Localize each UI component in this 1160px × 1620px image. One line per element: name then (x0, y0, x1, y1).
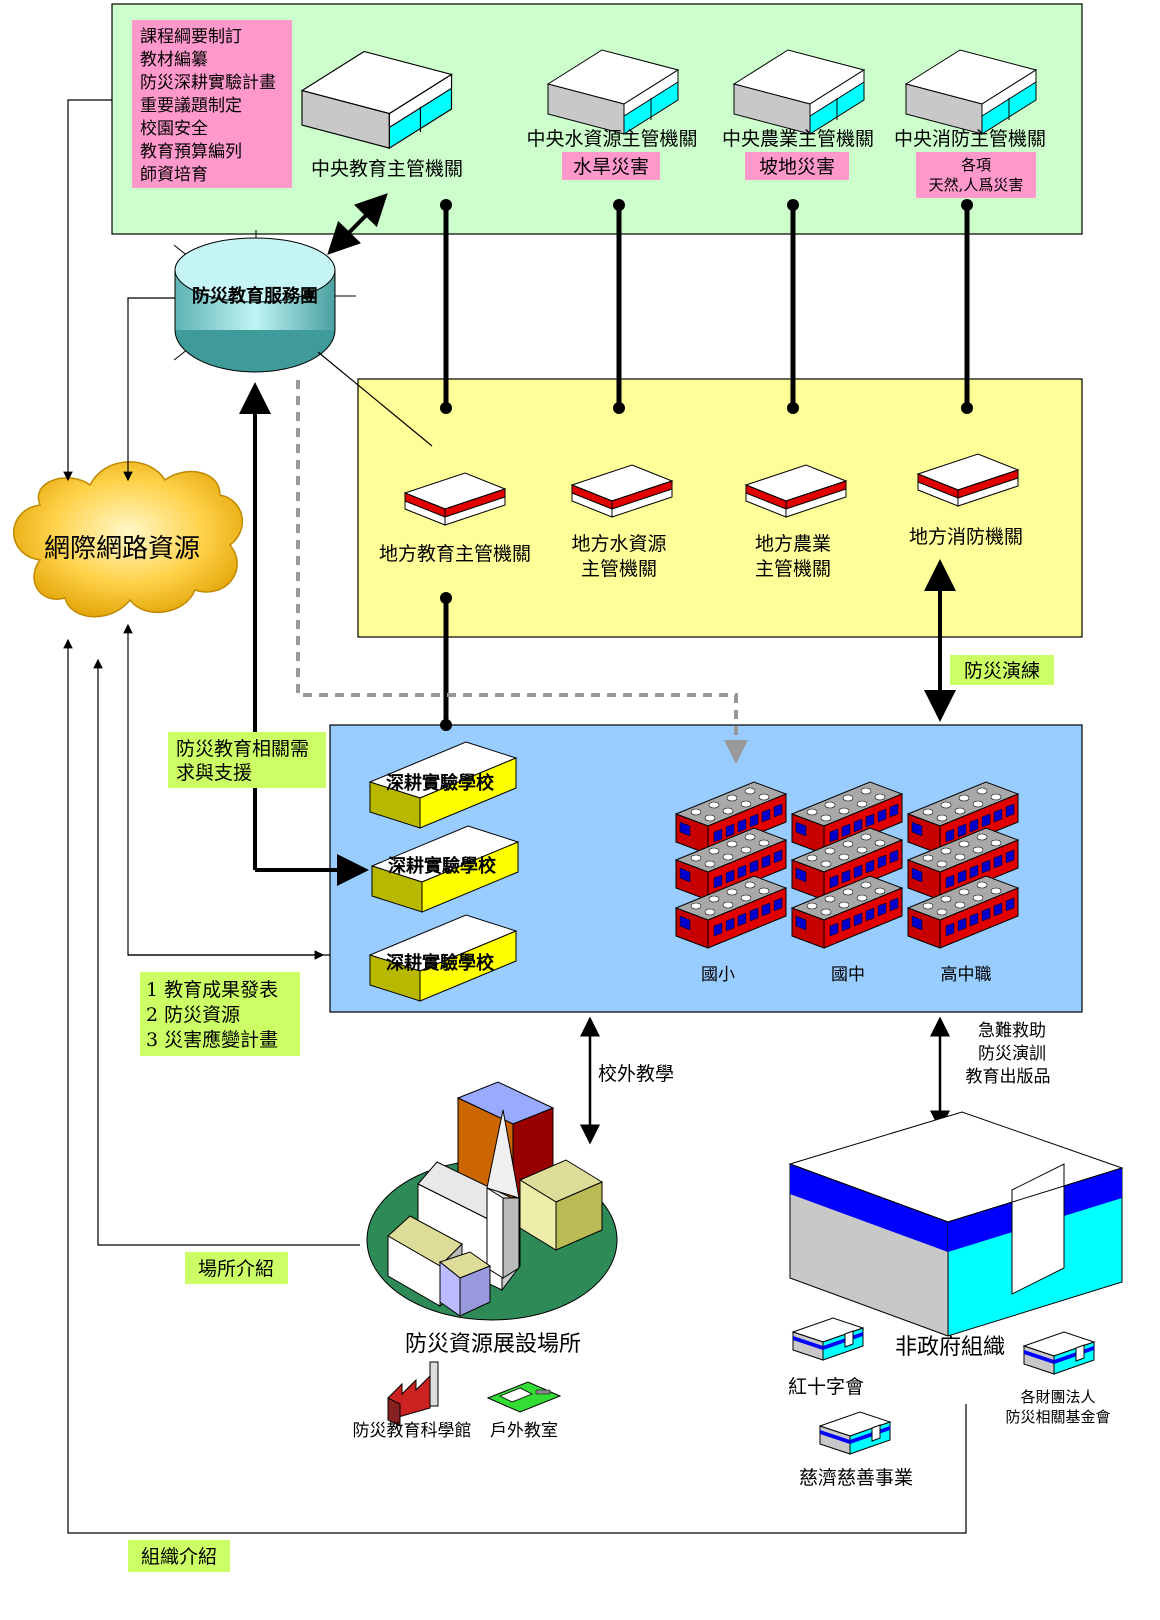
local-agri-label-1: 地方農業 (755, 533, 831, 555)
field-trip-label: 校外教學 (598, 1063, 674, 1085)
local-water-label-1: 地方水資源 (571, 533, 666, 555)
service-team-label: 防災教育服務團 (192, 285, 318, 307)
needs-label-1: 防災教育相關需 (176, 738, 309, 760)
elementary-label: 國小 (701, 965, 735, 985)
junior-label: 國中 (831, 965, 865, 985)
central-fire-label: 中央消防主管機關 (894, 128, 1046, 150)
central-edu-label: 中央教育主管機關 (311, 158, 463, 180)
red-cross-building-icon (792, 1317, 864, 1361)
local-water-label-2: 主管機關 (581, 558, 657, 580)
duty-2: 防災深耕實驗計畫 (140, 73, 276, 93)
duty-5: 教育預算編列 (140, 142, 242, 162)
venue-label: 防災資源展設場所 (405, 1332, 581, 1357)
service-team-database-icon (173, 230, 356, 373)
ngo-service-2: 防災演訓 (978, 1044, 1046, 1064)
science-museum-label: 防災教育科學館 (353, 1421, 472, 1441)
ngo-label: 非政府組織 (895, 1335, 1005, 1360)
org-intro-arrow (63, 638, 967, 1534)
duty-4: 校園安全 (140, 119, 208, 139)
foundation-label-2: 防災相關基金會 (1005, 1408, 1110, 1426)
internet-label: 網際網路資源 (44, 534, 200, 564)
duty-6: 師資培育 (140, 165, 208, 185)
central-duties-box: 課程綱要制訂 教材編纂 防災深耕實驗計畫 重要議題制定 校園安全 教育預算編列 … (132, 20, 292, 188)
internet-cloud-icon (13, 461, 244, 618)
central-water-label: 中央水資源主管機關 (526, 128, 697, 150)
ngo-building-icon (788, 1111, 1124, 1337)
central-fire-tag-1: 各項 (961, 156, 991, 174)
drill-label: 防災演練 (964, 660, 1040, 682)
venue-intro-label: 場所介紹 (198, 1258, 274, 1280)
senior-label: 高中職 (941, 965, 992, 985)
science-museum-factory-icon (387, 1361, 439, 1427)
duty-3: 重要議題制定 (140, 96, 242, 116)
service-support-dashed-arrow (296, 380, 748, 764)
central-agri-tag: 坡地災害 (759, 156, 835, 178)
central-internet-arrow (63, 99, 112, 482)
local-school-link (440, 592, 452, 731)
venue-church-icon (366, 1081, 618, 1321)
local-agri-label-2: 主管機關 (755, 558, 831, 580)
service-to-local-link (317, 351, 433, 447)
outcome-2: 2 防災資源 (146, 1004, 240, 1026)
central-water-tag: 水旱災害 (573, 156, 649, 178)
outdoor-classroom-field-icon (486, 1381, 562, 1413)
senior-schools-icon (907, 781, 1019, 949)
service-internet-arrow (123, 297, 175, 482)
local-fire-label: 地方消防機關 (909, 526, 1023, 548)
pilot-school-3-label: 深耕實驗學校 (386, 952, 495, 974)
pilot-school-1-label: 深耕實驗學校 (386, 772, 495, 794)
outcome-3: 3 災害應變計畫 (146, 1028, 278, 1051)
junior-schools-icon (791, 781, 903, 949)
central-fire-tag-2: 天然,人爲災害 (929, 176, 1024, 194)
foundation-building-icon (1023, 1331, 1095, 1375)
ngo-service-1: 急難救助 (978, 1021, 1046, 1041)
org-intro-label: 組織介紹 (141, 1546, 217, 1568)
duty-0: 課程綱要制訂 (140, 27, 242, 47)
duty-1: 教材編纂 (140, 49, 208, 70)
central-agri-label: 中央農業主管機關 (722, 128, 874, 150)
outdoor-classroom-label: 戶外教室 (490, 1421, 558, 1441)
tzuchi-building-icon (819, 1411, 891, 1455)
red-cross-label: 紅十字會 (788, 1376, 864, 1398)
pilot-school-2-label: 深耕實驗學校 (388, 855, 497, 877)
ngo-service-3: 教育出版品 (966, 1067, 1051, 1087)
outcome-1: 1 教育成果發表 (146, 979, 278, 1001)
elementary-schools-icon (675, 781, 787, 949)
service-central-arrow (327, 193, 388, 255)
foundation-label-1: 各財團法人 (1020, 1388, 1095, 1406)
central-local-links (440, 199, 973, 414)
tzuchi-label: 慈濟慈善事業 (799, 1467, 913, 1489)
venue-internet-arrow (93, 658, 360, 1246)
needs-label-2: 求與支援 (176, 762, 252, 784)
local-edu-label: 地方教育主管機關 (379, 543, 531, 565)
